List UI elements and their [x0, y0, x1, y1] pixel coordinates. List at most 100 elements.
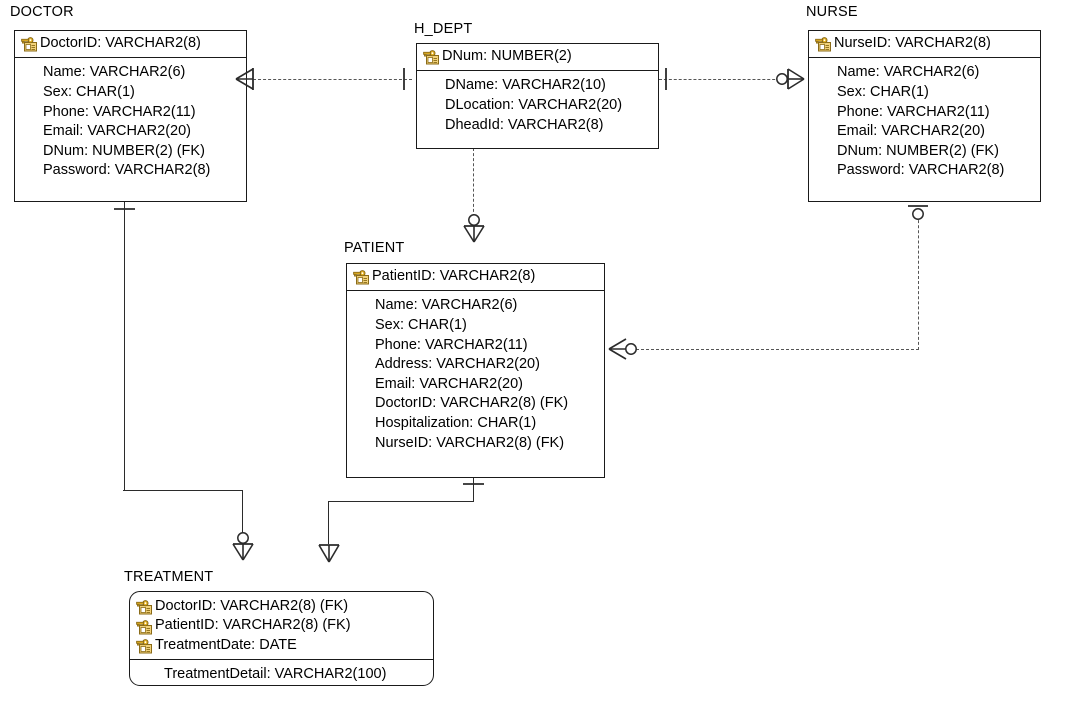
- attribute-label: Sex: CHAR(1): [43, 84, 135, 100]
- nurse-attributes: Name: VARCHAR2(6) Sex: CHAR(1) Phone: VA…: [809, 58, 1040, 187]
- hdept-attr-2: DheadId: VARCHAR2(8): [423, 116, 652, 136]
- nurse-pk-row: NurseID: VARCHAR2(8): [815, 34, 1034, 53]
- attribute-label: TreatmentDetail: VARCHAR2(100): [164, 666, 387, 683]
- doctor-attr-5: Password: VARCHAR2(8): [21, 161, 240, 181]
- attribute-label: Email: VARCHAR2(20): [375, 375, 523, 392]
- attribute-label: Password: VARCHAR2(8): [837, 162, 1005, 179]
- cardinality-patient-zero-many-right: [607, 336, 639, 362]
- attribute-label: Sex: CHAR(1): [837, 84, 929, 100]
- hdept-attributes: DName: VARCHAR2(10) DLocation: VARCHAR2(…: [417, 71, 658, 141]
- entity-nurse[interactable]: NurseID: VARCHAR2(8) Name: VARCHAR2(6) S…: [808, 30, 1041, 202]
- cardinality-doctor-one-bottom: [112, 196, 138, 222]
- entity-h-dept[interactable]: DNum: NUMBER(2) DName: VARCHAR2(10) DLoc…: [416, 43, 659, 149]
- doctor-pk-label: DoctorID: VARCHAR2(8): [40, 35, 201, 51]
- attribute-label: Hospitalization: CHAR(1): [375, 414, 537, 431]
- cardinality-nurse-zero-many: [775, 66, 807, 92]
- hdept-pk-label: DNum: NUMBER(2): [442, 48, 572, 64]
- nurse-attr-1: Sex: CHAR(1): [815, 83, 1034, 103]
- doctor-attr-0: Name: VARCHAR2(6): [21, 63, 240, 83]
- nurse-attr-0: Name: VARCHAR2(6): [815, 63, 1034, 83]
- treatment-attributes: TreatmentDetail: VARCHAR2(100): [130, 660, 433, 691]
- attribute-label: Password: VARCHAR2(8): [43, 162, 211, 179]
- patient-attr-2: Phone: VARCHAR2(11): [353, 336, 598, 356]
- entity-title-patient: PATIENT: [344, 240, 405, 256]
- entity-title-treatment: TREATMENT: [124, 569, 214, 585]
- attribute-label: Name: VARCHAR2(6): [375, 297, 518, 314]
- attribute-label: Name: VARCHAR2(6): [837, 64, 980, 81]
- doctor-attr-4: DNum: NUMBER(2) (FK): [21, 142, 240, 162]
- nurse-attr-4: DNum: NUMBER(2) (FK): [815, 142, 1034, 162]
- cardinality-patient-one-bottom: [461, 471, 487, 497]
- patient-attr-5: DoctorID: VARCHAR2(8) (FK): [353, 394, 598, 414]
- entity-title-doctor: DOCTOR: [10, 4, 74, 20]
- connector-patient-nurse-horizontal: [636, 349, 919, 350]
- cardinality-doctor-many: [234, 66, 260, 92]
- nurse-attr-2: Phone: VARCHAR2(11): [815, 103, 1034, 123]
- primary-key-icon: [136, 639, 153, 654]
- attribute-label: DLocation: VARCHAR2(20): [445, 97, 623, 113]
- patient-attr-6: Hospitalization: CHAR(1): [353, 414, 598, 434]
- attribute-label: Sex: CHAR(1): [375, 317, 467, 333]
- entity-patient[interactable]: PatientID: VARCHAR2(8) Name: VARCHAR2(6)…: [346, 263, 605, 478]
- patient-attr-0: Name: VARCHAR2(6): [353, 296, 598, 316]
- attribute-label: Phone: VARCHAR2(11): [375, 336, 528, 353]
- connector-hdept-patient-vertical: [473, 148, 474, 217]
- cardinality-nurse-zero-one-bottom: [905, 198, 931, 228]
- patient-pk-section: PatientID: VARCHAR2(8): [347, 264, 604, 292]
- doctor-pk-row: DoctorID: VARCHAR2(8): [21, 34, 240, 53]
- nurse-attr-3: Email: VARCHAR2(20): [815, 122, 1034, 142]
- treatment-pk-label: TreatmentDate: DATE: [155, 636, 297, 653]
- primary-key-icon: [136, 600, 153, 615]
- nurse-pk-section: NurseID: VARCHAR2(8): [809, 31, 1040, 59]
- attribute-label: Email: VARCHAR2(20): [837, 123, 985, 140]
- treatment-attr-0: TreatmentDetail: VARCHAR2(100): [136, 665, 427, 685]
- attribute-label: Phone: VARCHAR2(11): [43, 103, 196, 120]
- doctor-attr-3: Email: VARCHAR2(20): [21, 122, 240, 142]
- entity-treatment[interactable]: DoctorID: VARCHAR2(8) (FK): [129, 591, 434, 686]
- entity-title-h-dept: H_DEPT: [414, 21, 473, 37]
- cardinality-hdept-one-right: [659, 66, 673, 92]
- patient-attributes: Name: VARCHAR2(6) Sex: CHAR(1) Phone: VA…: [347, 291, 604, 459]
- patient-attr-1: Sex: CHAR(1): [353, 316, 598, 336]
- connector-doctor-treatment-vertical-1: [124, 202, 125, 491]
- doctor-attributes: Name: VARCHAR2(6) Sex: CHAR(1) Phone: VA…: [15, 58, 246, 187]
- patient-attr-3: Address: VARCHAR2(20): [353, 355, 598, 375]
- hdept-attr-1: DLocation: VARCHAR2(20): [423, 96, 652, 116]
- primary-key-icon: [21, 37, 38, 52]
- treatment-pk-label: DoctorID: VARCHAR2(8) (FK): [155, 598, 349, 614]
- patient-attr-4: Email: VARCHAR2(20): [353, 375, 598, 395]
- entity-title-nurse: NURSE: [806, 4, 858, 20]
- connector-hdept-nurse: [659, 79, 785, 80]
- patient-pk-label: PatientID: VARCHAR2(8): [372, 268, 536, 284]
- connector-patient-nurse-vertical: [918, 210, 919, 350]
- nurse-attr-5: Password: VARCHAR2(8): [815, 161, 1034, 181]
- primary-key-icon: [136, 619, 153, 635]
- attribute-label: Address: VARCHAR2(20): [375, 356, 540, 373]
- attribute-label: Phone: VARCHAR2(11): [837, 103, 990, 120]
- cardinality-treatment-zero-many-doctor: [230, 531, 256, 565]
- primary-key-icon: [423, 50, 440, 65]
- doctor-attr-2: Phone: VARCHAR2(11): [21, 103, 240, 123]
- treatment-pk-label: PatientID: VARCHAR2(8) (FK): [155, 617, 351, 634]
- connector-patient-treatment-vertical-1: [473, 478, 474, 502]
- primary-key-icon: [815, 37, 832, 52]
- primary-key-icon: [353, 270, 370, 285]
- treatment-pk-row-1: PatientID: VARCHAR2(8) (FK): [136, 616, 427, 635]
- patient-attr-7: NurseID: VARCHAR2(8) (FK): [353, 434, 598, 454]
- cardinality-treatment-many-patient: [316, 536, 342, 566]
- attribute-label: DNum: NUMBER(2) (FK): [43, 142, 205, 159]
- connector-patient-treatment-vertical-2: [328, 501, 329, 544]
- connector-doctor-treatment-vertical-2: [242, 490, 243, 538]
- attribute-label: DheadId: VARCHAR2(8): [445, 116, 604, 133]
- cardinality-patient-zero-many-top: [461, 212, 487, 246]
- attribute-label: NurseID: VARCHAR2(8) (FK): [375, 434, 565, 451]
- doctor-pk-section: DoctorID: VARCHAR2(8): [15, 31, 246, 59]
- attribute-label: DName: VARCHAR2(10): [445, 77, 606, 94]
- treatment-pk-row-0: DoctorID: VARCHAR2(8) (FK): [136, 597, 427, 616]
- connector-doctor-treatment-horizontal: [123, 490, 243, 491]
- entity-doctor[interactable]: DoctorID: VARCHAR2(8) Name: VARCHAR2(6) …: [14, 30, 247, 202]
- attribute-label: Email: VARCHAR2(20): [43, 123, 191, 140]
- connector-patient-treatment-horizontal: [328, 501, 474, 502]
- hdept-pk-row: DNum: NUMBER(2): [423, 47, 652, 66]
